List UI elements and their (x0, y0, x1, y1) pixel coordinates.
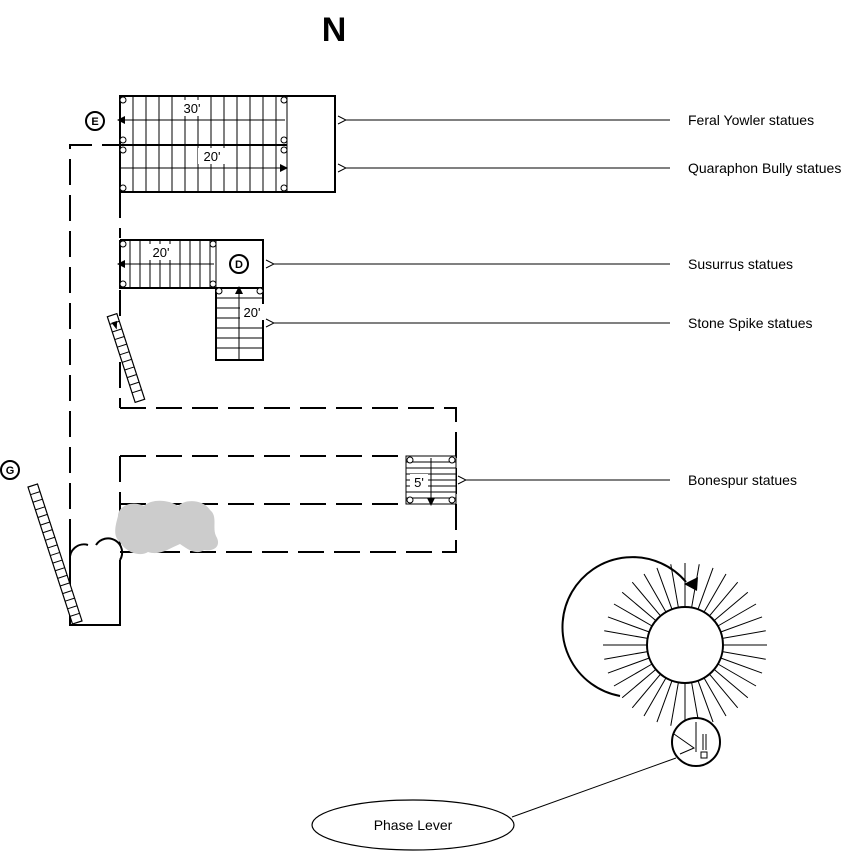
spiral-step (643, 573, 667, 613)
spiral-step (656, 567, 673, 610)
spiral-step (703, 573, 727, 613)
spiral-step (613, 603, 653, 627)
marker-d[interactable]: D (229, 254, 249, 274)
spiral-step (709, 673, 739, 709)
upper-stair-grid (119, 96, 288, 192)
spiral-step (722, 651, 766, 660)
ladder-upper (106, 312, 146, 404)
spiral-stair-tower (561, 556, 767, 727)
spiral-step (604, 630, 648, 639)
label-quaraphon-bully: Quaraphon Bully statues (688, 160, 841, 176)
spiral-step (613, 663, 653, 687)
spiral-step (703, 677, 727, 717)
phase-lever-chamber[interactable] (671, 717, 721, 767)
label-arrows (274, 120, 670, 480)
spiral-step (697, 680, 714, 723)
spiral-step (722, 630, 766, 639)
phase-lever-label: Phase Lever (374, 817, 453, 833)
spiral-step (713, 591, 749, 621)
spiral-step (607, 616, 650, 633)
spiral-step (621, 591, 657, 621)
spiral-step (713, 669, 749, 699)
stair-length-20-middle: 20' (153, 245, 170, 260)
marker-g[interactable]: G (0, 460, 20, 480)
spiral-step (604, 651, 648, 660)
spiral-step (720, 616, 763, 633)
spiral-step (670, 564, 679, 608)
label-bonespur: Bonespur statues (688, 472, 797, 488)
label-stone-spike: Stone Spike statues (688, 315, 813, 331)
north-compass-label: N (322, 11, 347, 49)
stair-length-20-south: 20' (244, 305, 261, 320)
spiral-step (621, 669, 657, 699)
marker-e[interactable]: E (85, 111, 105, 131)
phase-lever-callout: Phase Lever (311, 799, 515, 851)
marker-g-label: G (6, 465, 15, 477)
label-susurrus: Susurrus statues (688, 256, 793, 272)
label-feral-yowler: Feral Yowler statues (688, 112, 814, 128)
spiral-step (720, 657, 763, 674)
marker-d-label: D (235, 259, 243, 271)
spiral-step (717, 603, 757, 627)
spiral-step (607, 657, 650, 674)
phase-lever-leader (511, 757, 677, 818)
spiral-step (631, 673, 661, 709)
spiral-step (643, 677, 667, 717)
spiral-step (717, 663, 757, 687)
spiral-step (631, 581, 661, 617)
spiral-step (709, 581, 739, 617)
rubble-area (115, 500, 219, 555)
stair-length-20-upper: 20' (204, 149, 221, 164)
ladder-lower (27, 483, 83, 625)
stair-length-30: 30' (184, 101, 201, 116)
stair-length-5: 5' (414, 475, 424, 490)
spiral-step (697, 567, 714, 610)
spiral-step (656, 680, 673, 723)
marker-e-label: E (91, 116, 98, 128)
spiral-step (670, 682, 679, 726)
